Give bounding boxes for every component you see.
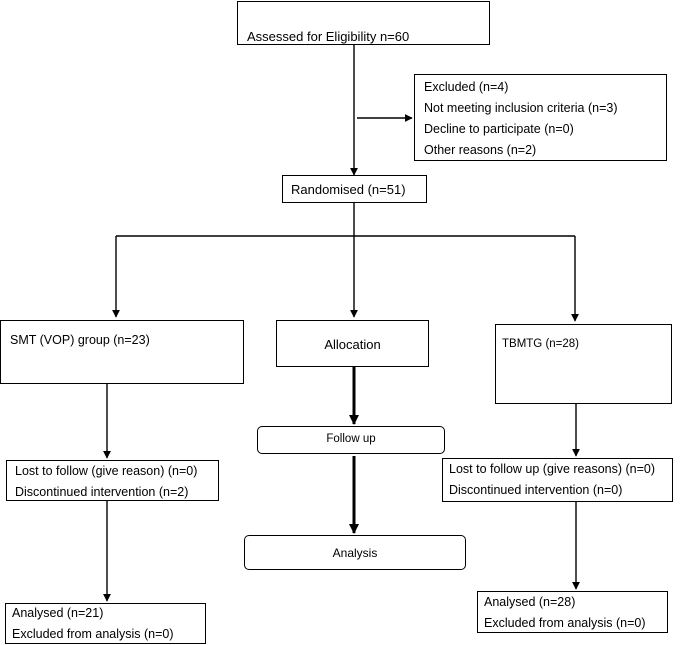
excluded-line: Decline to participate (n=0) [424, 122, 574, 136]
smt-followup-line: Discontinued intervention (n=2) [15, 485, 189, 499]
followup-stage-box: Follow up [257, 426, 445, 454]
allocation-label: Allocation [324, 337, 381, 352]
tbmtg-group-label: TBMTG (n=28) [502, 338, 580, 350]
excluded-line: Other reasons (n=2) [424, 143, 537, 157]
smt-analysed-line: Analysed (n=21) [12, 606, 104, 620]
analysis-stage-label: Analysis [332, 546, 378, 560]
smt-analysed-line: Excluded from analysis (n=0) [12, 627, 174, 641]
followup-stage-label: Follow up [326, 433, 376, 445]
tbmtg-analysed-box: Analysed (n=28) Excluded from analysis (… [477, 591, 668, 633]
tbmtg-followup-line: Lost to follow up (give reasons) (n=0) [449, 462, 656, 476]
tbmtg-followup-box: Lost to follow up (give reasons) (n=0) D… [442, 458, 673, 502]
tbmtg-group-box: TBMTG (n=28) [495, 324, 672, 404]
excluded-line: Excluded (n=4) [424, 80, 509, 94]
analysis-stage-box: Analysis [244, 535, 466, 570]
tbmtg-analysed-line: Analysed (n=28) [484, 595, 576, 609]
smt-analysed-box: Analysed (n=21) Excluded from analysis (… [5, 603, 206, 644]
randomised-label: Randomised (n=51) [291, 182, 406, 197]
smt-followup-line: Lost to follow (give reason) (n=0) [15, 464, 198, 478]
tbmtg-analysed-line: Excluded from analysis (n=0) [484, 616, 646, 630]
allocation-box: Allocation [276, 320, 429, 367]
excluded-line: Not meeting inclusion criteria (n=3) [424, 101, 618, 115]
smt-group-label: SMT (VOP) group (n=23) [10, 333, 150, 347]
eligibility-box: Assessed for Eligibility n=60 [237, 1, 490, 45]
smt-group-box: SMT (VOP) group (n=23) [0, 320, 244, 384]
smt-followup-box: Lost to follow (give reason) (n=0) Disco… [6, 460, 219, 501]
randomised-box: Randomised (n=51) [282, 175, 427, 203]
tbmtg-followup-line: Discontinued intervention (n=0) [449, 483, 623, 497]
excluded-box: Excluded (n=4) Not meeting inclusion cri… [414, 74, 667, 161]
eligibility-label: Assessed for Eligibility n=60 [247, 29, 410, 44]
